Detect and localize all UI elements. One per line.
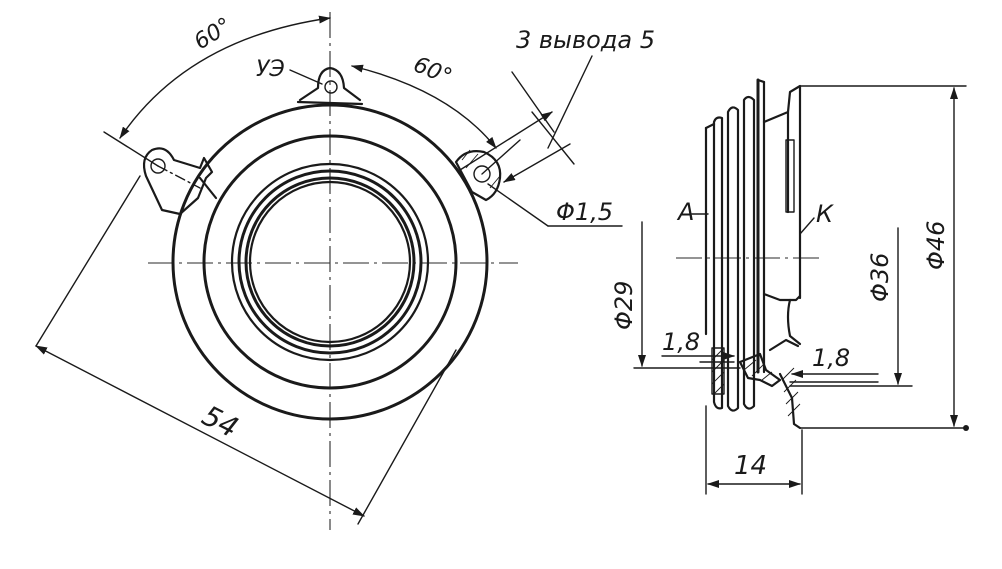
hole-ext-1 <box>511 71 555 133</box>
span-label: 54 <box>197 399 244 445</box>
leads-note: 3 вывода 5 <box>516 26 655 54</box>
hole-diameter-label: Φ1,5 <box>556 198 613 226</box>
anode-fins <box>704 95 756 412</box>
innermost-circle <box>248 180 412 344</box>
cathode-housing <box>762 84 802 430</box>
gate-leader <box>289 69 323 85</box>
left-lead-lug <box>142 147 218 216</box>
cathode-label: К <box>816 200 834 228</box>
hole-dim-line-2 <box>503 143 571 183</box>
angle-arc-left <box>119 15 331 139</box>
span-ext-left <box>35 175 141 347</box>
height-label: 14 <box>734 451 767 481</box>
cathode-leader <box>799 217 815 235</box>
anode-label: А <box>676 198 694 226</box>
base-section <box>711 347 782 395</box>
angle-right-label: 60° <box>410 52 456 90</box>
dia-inner-label: Φ29 <box>610 281 638 330</box>
thk-k-label: 1,8 <box>812 344 850 372</box>
central-disc <box>756 78 766 374</box>
dia-mid-label: Φ36 <box>866 253 894 302</box>
span-ext-right <box>357 349 457 525</box>
left-radial-line <box>103 131 159 167</box>
gate-label: УЭ <box>256 57 285 82</box>
front-view: 60° 60° УЭ 3 вывода 5 Φ1,5 54 <box>35 12 655 530</box>
span-dim-line <box>35 345 365 517</box>
dia-outer-label: Φ46 <box>922 221 950 270</box>
side-view: А К Φ46 Φ36 Φ29 1,8 1,8 14 <box>610 78 969 495</box>
leads-leader <box>547 55 593 149</box>
angle-arc-right <box>351 64 497 149</box>
thk-a-label: 1,8 <box>662 328 700 356</box>
right-lead-lug <box>454 149 502 202</box>
hole-leader <box>487 183 549 227</box>
right-radial-line <box>481 139 521 175</box>
angle-left-label: 60° <box>190 13 236 55</box>
dia-outer-dot <box>963 425 969 431</box>
hole-dim-line-1 <box>459 111 553 171</box>
hole-ext-2 <box>531 111 575 165</box>
